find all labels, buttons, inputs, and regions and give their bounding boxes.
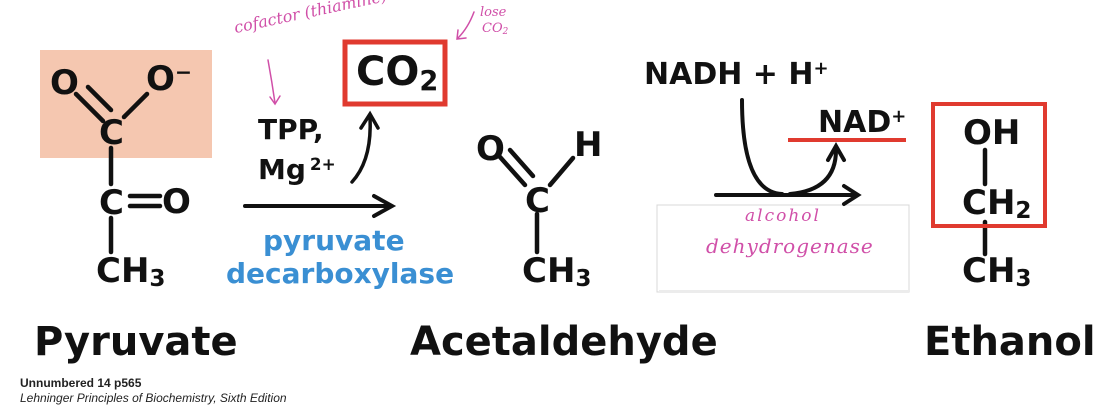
acetaldehyde-c: C [525,181,550,221]
bond-c-o-double-a [73,91,106,124]
cofactor-mg-symbol: Mg [258,153,306,186]
ethanol-ch3-subscript: 3 [1015,266,1032,293]
pyruvate-ch3-subscript: 3 [149,266,166,293]
lose-co2-symbol: CO [482,21,503,36]
alcohol-annotation: alcohol [745,206,821,226]
pyruvate-ch3: CH3 [96,251,166,291]
lose-co2-pointer [457,11,475,39]
bond-aldehyde-co-b [507,147,536,179]
acetaldehyde-bonds [497,147,576,255]
figure-caption-title: Unnumbered 14 p565 [20,376,142,390]
ethanol-red-box [931,102,1047,228]
nadh-input-curve [740,98,784,196]
pyruvate-c-carboxyl: C [99,113,124,153]
nad-charge: + [891,106,907,128]
acetaldehyde-ch3: CH3 [522,251,592,291]
pyruvate-ch3-symbol: CH [96,251,150,291]
carboxyl-highlight [40,50,212,158]
nad-symbol: NAD [818,105,892,140]
co2-red-box [342,39,448,107]
reduction-arrow [714,98,862,206]
ethanol-ch3-symbol: CH [962,251,1016,291]
acetaldehyde-ch3-symbol: CH [522,251,576,291]
ethanol-ch2-subscript: 2 [1015,198,1032,225]
enzyme-note-card [656,204,910,293]
ethanol-ch2: CH2 [962,183,1032,223]
enzyme-name-line1: pyruvate [263,224,405,257]
pyruvate-label: Pyruvate [34,319,238,365]
co2-symbol: CO [356,49,420,95]
ethanol-ch2-symbol: CH [962,183,1016,223]
cofactor-tpp: TPP, [258,113,324,146]
cofactor-pointer [267,59,276,104]
pyruvate-o-right-symbol: O [146,59,175,99]
enzyme-name-line2: decarboxylase [226,257,455,290]
ethanol-ch3: CH3 [962,251,1032,291]
pyruvate-o-left: O [50,63,79,103]
bond-c-o-double-b [85,84,114,113]
lose-co2-subscript: 2 [502,26,509,37]
bond-c-o-minus [121,91,150,120]
nadh-h-plus: NADH + H+ [644,60,829,90]
nad-output-curve [788,148,838,196]
co2-subscript: 2 [419,65,439,97]
bond-aldehyde-ch [547,155,576,188]
co2-product: CO2 [356,49,438,95]
acetaldehyde-label: Acetaldehyde [410,319,718,365]
lose-annotation-line2: CO2 [482,21,509,37]
acetaldehyde-o: O [476,129,505,169]
figure-caption-source: Lehninger Principles of Biochemistry, Si… [20,391,287,405]
nadh-h-charge: + [813,58,829,80]
co2-release-arrow [350,110,380,184]
nad-plus: NAD+ [818,108,906,138]
annotation-arrows [267,11,475,106]
acetaldehyde-h: H [574,125,603,165]
nadh-symbol: NADH + H [644,57,814,92]
pyruvate-o-right: O− [146,62,192,96]
lose-annotation-line1: lose [480,5,507,20]
ethanol-label: Ethanol [924,319,1096,365]
decarboxylation-arrow [243,194,397,218]
bond-aldehyde-co-a [497,154,528,188]
ethanol-oh: OH [963,113,1021,153]
pyruvate-negative-charge: − [174,59,192,84]
pyruvate-o-keto: O [162,182,191,222]
acetaldehyde-ch3-subscript: 3 [575,266,592,293]
cofactor-mg-charge: 2+ [309,153,336,174]
pyruvate-c-keto: C [99,183,124,223]
dehydrogenase-annotation: dehydrogenase [706,234,874,258]
pyruvate-bonds [73,84,163,255]
